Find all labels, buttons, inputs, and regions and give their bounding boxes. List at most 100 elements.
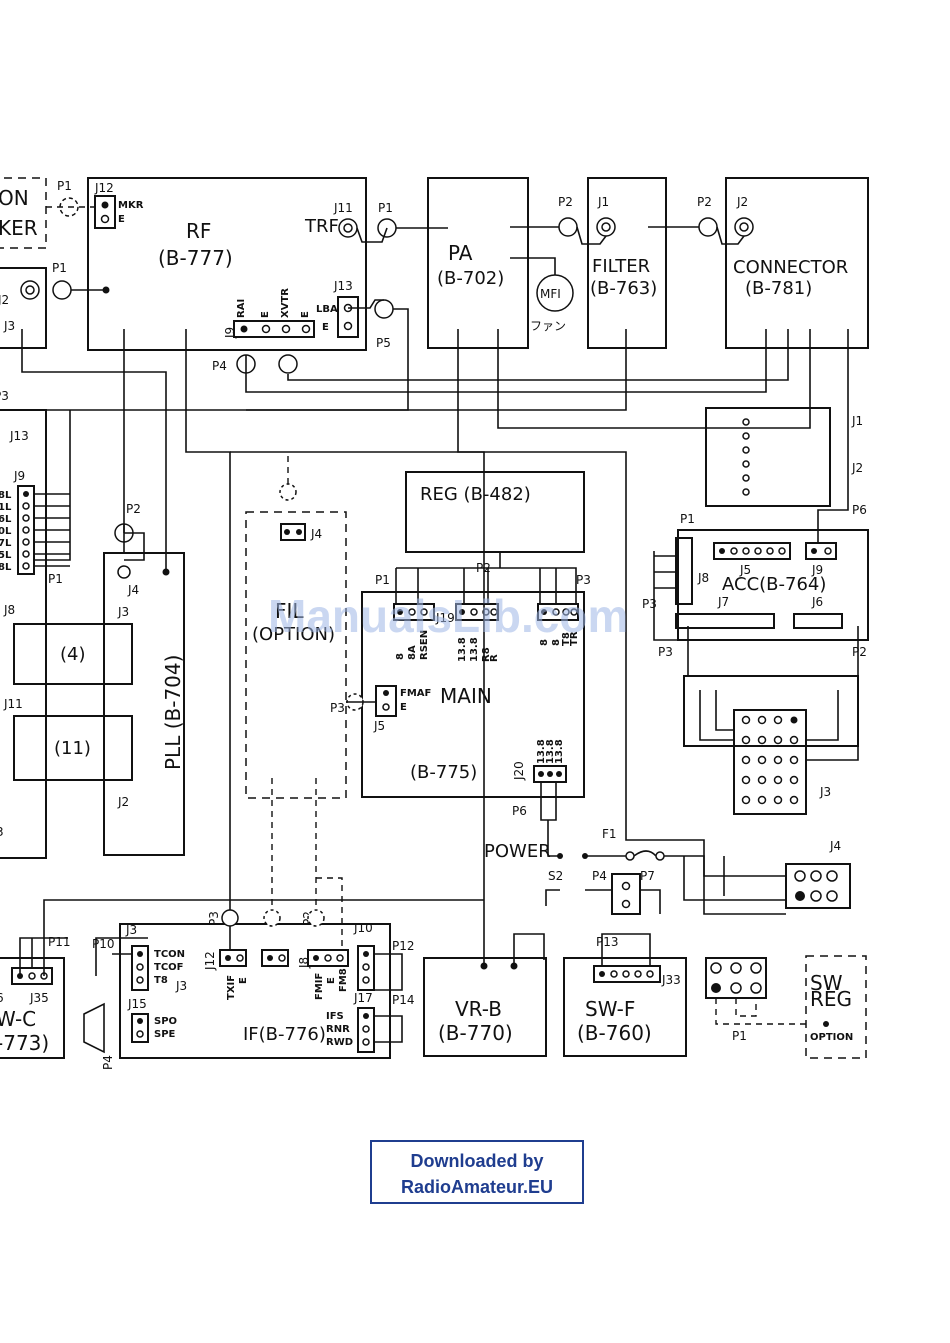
ifs-pin: IFS: [326, 1011, 344, 1022]
j2-pll-label: J2: [117, 795, 129, 809]
pin: [754, 547, 762, 555]
j3-acc-socket: [733, 709, 807, 815]
pin: [757, 775, 767, 785]
lba-pin: LBA: [316, 304, 338, 315]
pin: [719, 548, 725, 554]
j20-label: J20: [512, 761, 526, 781]
j3-if-label: J3: [125, 923, 137, 937]
speaker-label-2: KER: [0, 216, 38, 240]
pin: [789, 795, 799, 805]
sw-reg-option-block: [805, 955, 867, 1059]
pin-label: 8A: [407, 645, 418, 660]
j8-acc-label: J8: [697, 571, 709, 585]
e-pin-j12: E: [238, 977, 249, 984]
j6-acc-label: J6: [811, 595, 823, 609]
pin: [741, 775, 751, 785]
p3-fil-label: P3: [330, 701, 345, 715]
pin: [789, 775, 799, 785]
pin-label: T8: [561, 632, 572, 646]
pin: [757, 735, 767, 745]
watermark: ManualsLib.com: [268, 590, 628, 642]
spe-pin: SPE: [154, 1029, 176, 1040]
pin: [562, 608, 570, 616]
pin: [610, 970, 618, 978]
pin: [397, 609, 403, 615]
filter-name: FILTER: [592, 256, 650, 277]
pin: [789, 735, 799, 745]
p5-label: P5: [376, 336, 391, 350]
pin: [622, 970, 630, 978]
sw-c-block: [0, 957, 65, 1059]
j2-left-label: J2: [0, 293, 9, 307]
p4-pw-label: P4: [592, 869, 607, 883]
pin-label: 13.8: [554, 739, 565, 764]
pin-label: 13.8: [469, 637, 480, 662]
pin-label: 8: [539, 639, 550, 646]
p3-acc2-label: P3: [658, 645, 673, 659]
pin: [552, 608, 560, 616]
p2-pa-label: P2: [558, 195, 573, 209]
p1-rf-label: P1: [378, 201, 393, 215]
main-block: [361, 591, 585, 798]
j13-connector: [337, 296, 359, 338]
mkr-pin: MKR: [118, 200, 144, 211]
j11-left-label: J11: [3, 697, 23, 711]
j9-rf-connector: [233, 320, 315, 338]
pin: [570, 608, 578, 616]
connector-block: [725, 177, 869, 349]
p10-label: P10: [92, 937, 115, 951]
pin: [742, 418, 750, 426]
p2-acc-label: P2: [852, 645, 867, 659]
tcof-pin: TCOF: [154, 962, 184, 973]
pin: [742, 547, 750, 555]
fil-name: FIL: [275, 599, 304, 623]
j15-label: J15: [127, 997, 147, 1011]
j9-rf-label: J9: [223, 327, 237, 339]
filter-part: (B-763): [590, 278, 657, 299]
pin-label: 13.8: [457, 637, 468, 662]
j9-pin-label: 7L: [0, 538, 12, 549]
e-pin-j5: E: [400, 702, 407, 713]
if-name: IF(B-776): [243, 1024, 326, 1045]
j5-acc-label: J5: [739, 563, 751, 577]
p1-main-label: P1: [375, 573, 390, 587]
p3-if-label: P3: [207, 911, 221, 926]
rwd-pin: RWD: [326, 1037, 353, 1048]
vrb-name: VR-B: [455, 997, 502, 1021]
pin: [646, 970, 654, 978]
download-badge[interactable]: Downloaded by RadioAmateur.EU: [370, 1140, 584, 1204]
e-pin: E: [118, 214, 125, 225]
p1-j9-label: P1: [48, 572, 63, 586]
pin: [742, 432, 750, 440]
j9-pin-label: 0L: [0, 526, 12, 537]
j10-label: J10: [353, 921, 373, 935]
sw-c-name: W-C: [0, 1007, 36, 1031]
pin-label: R8: [481, 647, 492, 662]
j35-label: J35: [29, 991, 49, 1005]
rnr-pin: RNR: [326, 1024, 350, 1035]
connector-part: (B-781): [745, 278, 812, 299]
pin: [22, 514, 30, 522]
fmaf-pin: FMAF: [400, 688, 431, 699]
p12-label: P12: [392, 939, 415, 953]
dc-power-jack: [785, 863, 851, 909]
badge-line-1: Downloaded by: [410, 1151, 544, 1171]
pin: [766, 547, 774, 555]
speaker-label-1: ON: [0, 186, 29, 210]
pin: [742, 474, 750, 482]
p3-acc-label: P3: [642, 597, 657, 611]
j3-if-label2: J3: [175, 979, 187, 993]
e-pin-j9b: E: [300, 311, 311, 318]
swf-name: SW-F: [585, 997, 635, 1021]
j2-side-label: J2: [851, 461, 863, 475]
sw-c-part: -773): [0, 1031, 49, 1055]
pin: [420, 608, 428, 616]
sub-module-4: [13, 623, 133, 685]
left-partial-block: [0, 267, 47, 349]
pin: [22, 538, 30, 546]
pin: [742, 460, 750, 468]
j8-left-label: J8: [3, 603, 15, 617]
pa-part: (B-702): [437, 268, 504, 289]
pin-label: RSEN: [419, 630, 430, 660]
